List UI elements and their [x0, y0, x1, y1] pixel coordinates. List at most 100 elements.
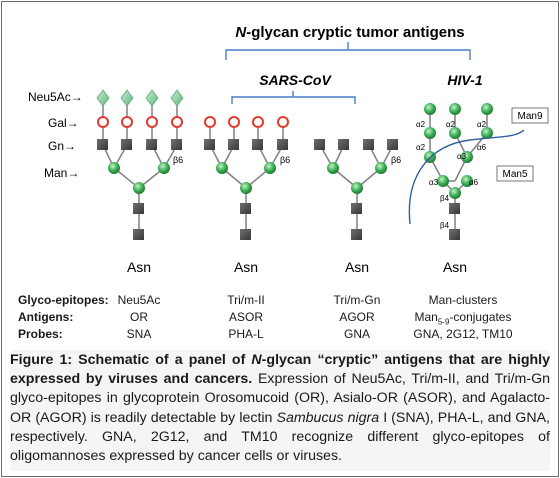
header-title: N-glycan cryptic tumor antigens	[235, 24, 464, 41]
man-circle	[424, 127, 436, 139]
gal-circle	[228, 116, 240, 128]
gn-square	[133, 203, 144, 214]
gn-square	[314, 139, 325, 150]
beta4-label: β4	[440, 194, 450, 203]
man-circle	[424, 103, 436, 115]
man-circle	[449, 127, 461, 139]
caption-label-italic: N	[251, 352, 262, 368]
hiv-curve	[408, 129, 525, 225]
neu5ac-diamond	[120, 89, 134, 107]
structure-trim-ii-nodes: β6 Asn	[204, 116, 290, 275]
man-circle	[133, 182, 145, 194]
antigen-man-suffix: -conjugates	[449, 310, 512, 324]
gal-circle	[171, 116, 183, 128]
man-circle	[158, 162, 170, 174]
alpha2-label: α2	[416, 120, 426, 129]
legend-man: Man→	[44, 166, 79, 180]
cell-probe-gna-2g12-tm10: GNA, 2G12, TM10	[413, 327, 513, 341]
man-circle	[216, 162, 228, 174]
gn-square	[363, 139, 374, 150]
man-circle	[351, 182, 363, 194]
man-circle	[240, 182, 252, 194]
caption-label-rest: -glycan “cryptic” antigens that are high…	[10, 352, 551, 388]
man-circle	[481, 127, 493, 139]
gn-square	[133, 229, 144, 240]
asn-label: Asn	[127, 259, 151, 275]
gn-square	[97, 139, 108, 150]
sars-bracket	[231, 91, 356, 104]
cell-antigen-asor: ASOR	[228, 310, 263, 324]
gn-square	[351, 229, 362, 240]
row-label-glyco: Glyco-epitopes:	[18, 293, 109, 307]
sars-label: SARS-CoV	[259, 72, 332, 88]
figure-caption: Figure 1: Schematic of a panel of N-glyc…	[10, 350, 550, 471]
asn-label: Asn	[443, 259, 467, 275]
cell-antigen-man-conjugates: Man5-9-conjugates	[398, 310, 528, 326]
caption-label-text: Figure 1: Schematic of a panel of	[10, 352, 252, 368]
caption-body-1: Expression of Neu5Ac, Tri/m-II, and Tri/…	[10, 371, 551, 426]
caption-label: Figure 1: Schematic of a panel of N-glyc…	[10, 352, 550, 387]
alpha2-label: α2	[416, 143, 426, 152]
alpha6-label: α6	[469, 178, 479, 187]
cell-probe-sna: SNA	[126, 327, 152, 341]
beta6-label: β6	[391, 155, 401, 165]
gn-square	[240, 229, 251, 240]
gn-square	[252, 139, 263, 150]
alpha3-label: α3	[429, 178, 439, 187]
man5-label: Man5	[502, 169, 527, 180]
cell-probe-pha-l: PHA-L	[228, 327, 264, 341]
gal-circle	[97, 116, 109, 128]
glycan-diagram: N-glycan cryptic tumor antigens SARS-CoV…	[28, 24, 549, 275]
man-circle	[449, 187, 461, 199]
row-label-probes: Probes:	[18, 327, 63, 341]
legend-neu5ac: Neu5Ac→	[28, 90, 83, 104]
cell-antigen-agor: AGOR	[339, 310, 375, 324]
top-bracket	[225, 42, 471, 60]
alpha2-label: α2	[477, 120, 487, 129]
gal-circle	[121, 116, 133, 128]
caption-body-italic: Sambucus nigra	[276, 409, 380, 426]
legend-gn: Gn→	[48, 139, 76, 153]
man-circle	[264, 162, 276, 174]
gn-square	[351, 203, 362, 214]
gn-square	[387, 139, 398, 150]
gn-square	[277, 139, 288, 150]
cell-glyco-man-clusters: Man-clusters	[428, 293, 498, 307]
cell-glyco-neu5ac: Neu5Ac	[117, 293, 161, 307]
legend-gal: Gal→	[48, 116, 79, 130]
gn-square	[240, 203, 251, 214]
beta6-label: β6	[280, 155, 290, 165]
structure-trim-ii	[209, 122, 284, 236]
asn-label: Asn	[345, 259, 369, 275]
gn-square	[228, 139, 239, 150]
cell-antigen-or: OR	[130, 310, 148, 324]
man-circle	[449, 103, 461, 115]
cell-probe-gna: GNA	[343, 327, 370, 341]
alpha2-label: α2	[446, 120, 456, 129]
gn-square	[171, 139, 182, 150]
neu5ac-diamond	[170, 89, 184, 107]
gn-square	[121, 139, 132, 150]
man-circle	[108, 162, 120, 174]
gal-circle	[204, 116, 216, 128]
gal-circle	[277, 116, 289, 128]
gal-circle	[146, 116, 158, 128]
beta4-label: β4	[440, 221, 450, 230]
man-circle	[375, 162, 387, 174]
gn-square	[449, 229, 460, 240]
man9-label: Man9	[517, 111, 542, 122]
man-circle	[461, 175, 473, 187]
hiv-label: HIV-1	[447, 72, 482, 88]
gn-square	[204, 139, 215, 150]
alpha3-label: α3	[457, 152, 467, 161]
man-circle	[327, 162, 339, 174]
gn-square	[146, 139, 157, 150]
man-circle	[461, 151, 473, 163]
alpha6-label: α6	[477, 143, 487, 152]
man-circle	[481, 103, 493, 115]
gn-square	[449, 203, 460, 214]
beta6-label: β6	[173, 155, 183, 165]
asn-label: Asn	[234, 259, 258, 275]
structure-trim-gn-nodes: β6 Asn	[314, 139, 401, 275]
antigen-man-text: Man	[414, 310, 438, 324]
